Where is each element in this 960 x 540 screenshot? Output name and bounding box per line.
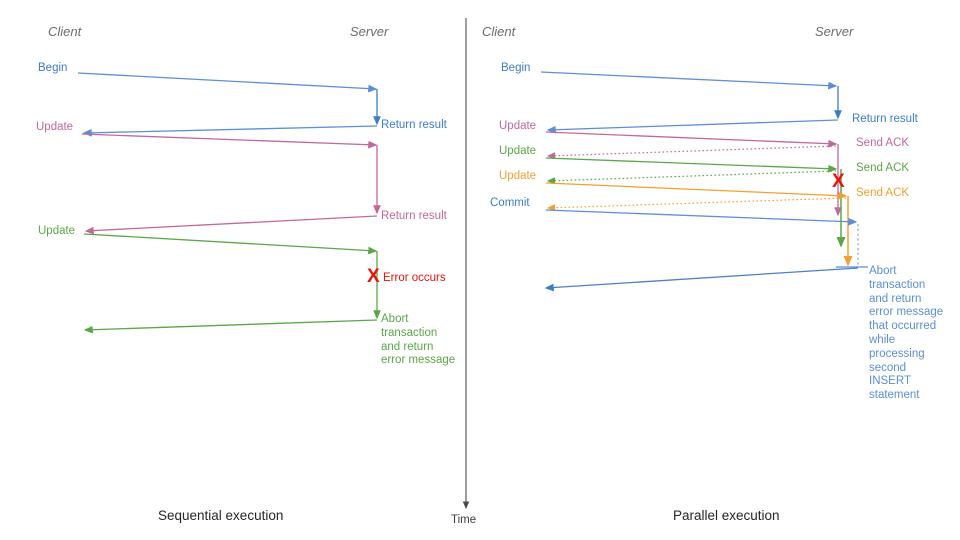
- right-server-label-ack-green: Send ACK: [856, 162, 910, 174]
- right-client-label-update-pink: Update: [499, 120, 537, 132]
- right-client-label-commit: Commit: [490, 197, 530, 209]
- right-panel-caption: Parallel execution: [673, 508, 780, 523]
- left-arrow-return-result-2: [84, 215, 378, 235]
- right-arrow-commit: [545, 209, 858, 226]
- left-client-label-update-2: Update: [38, 225, 76, 237]
- left-server-label-return-result-1: Return result: [381, 119, 447, 131]
- right-arrow-ack-pink: [546, 145, 837, 160]
- left-server-label-abort: Abort transaction and return error messa…: [381, 313, 456, 367]
- right-arrow-ack-orange: [546, 197, 847, 212]
- right-arrow-abort: [544, 267, 859, 292]
- left-server-label-return-result-2: Return result: [381, 210, 447, 222]
- right-client-label-update-green: Update: [499, 145, 537, 157]
- left-error-x-icon: X: [367, 266, 380, 287]
- right-arrow-update-pink: [545, 131, 838, 148]
- right-server-label-ack-orange: Send ACK: [856, 187, 910, 199]
- right-header-client: Client: [482, 24, 516, 39]
- right-server-label-abort: Abort transaction and return error messa…: [869, 265, 944, 402]
- left-client-label-update-1: Update: [36, 121, 74, 133]
- right-header-server: Server: [815, 24, 854, 39]
- time-axis-label: Time: [451, 514, 477, 526]
- left-arrow-begin: [77, 72, 378, 93]
- right-arrow-ack-green: [546, 170, 837, 185]
- left-arrow-update-2: [83, 233, 378, 255]
- left-client-label-begin: Begin: [38, 62, 68, 74]
- left-header-client: Client: [48, 24, 82, 39]
- right-server-label-return-result: Return result: [852, 113, 918, 125]
- right-client-label-begin: Begin: [501, 62, 531, 74]
- left-header-server: Server: [350, 24, 389, 39]
- right-arrow-begin: [540, 71, 838, 90]
- left-arrow-update-1: [81, 133, 378, 149]
- left-panel-caption: Sequential execution: [158, 508, 284, 523]
- right-error-x-icon: X: [832, 171, 845, 192]
- right-arrow-update-orange: [545, 182, 848, 200]
- right-client-label-update-orange: Update: [499, 170, 537, 182]
- left-arrow-return-result-1: [82, 125, 378, 137]
- right-arrow-update-green: [545, 157, 838, 173]
- left-arrow-abort: [83, 319, 378, 334]
- right-arrow-return-result: [546, 119, 839, 134]
- left-server-label-error-occurs: Error occurs: [383, 272, 446, 284]
- right-server-label-ack-pink: Send ACK: [856, 137, 910, 149]
